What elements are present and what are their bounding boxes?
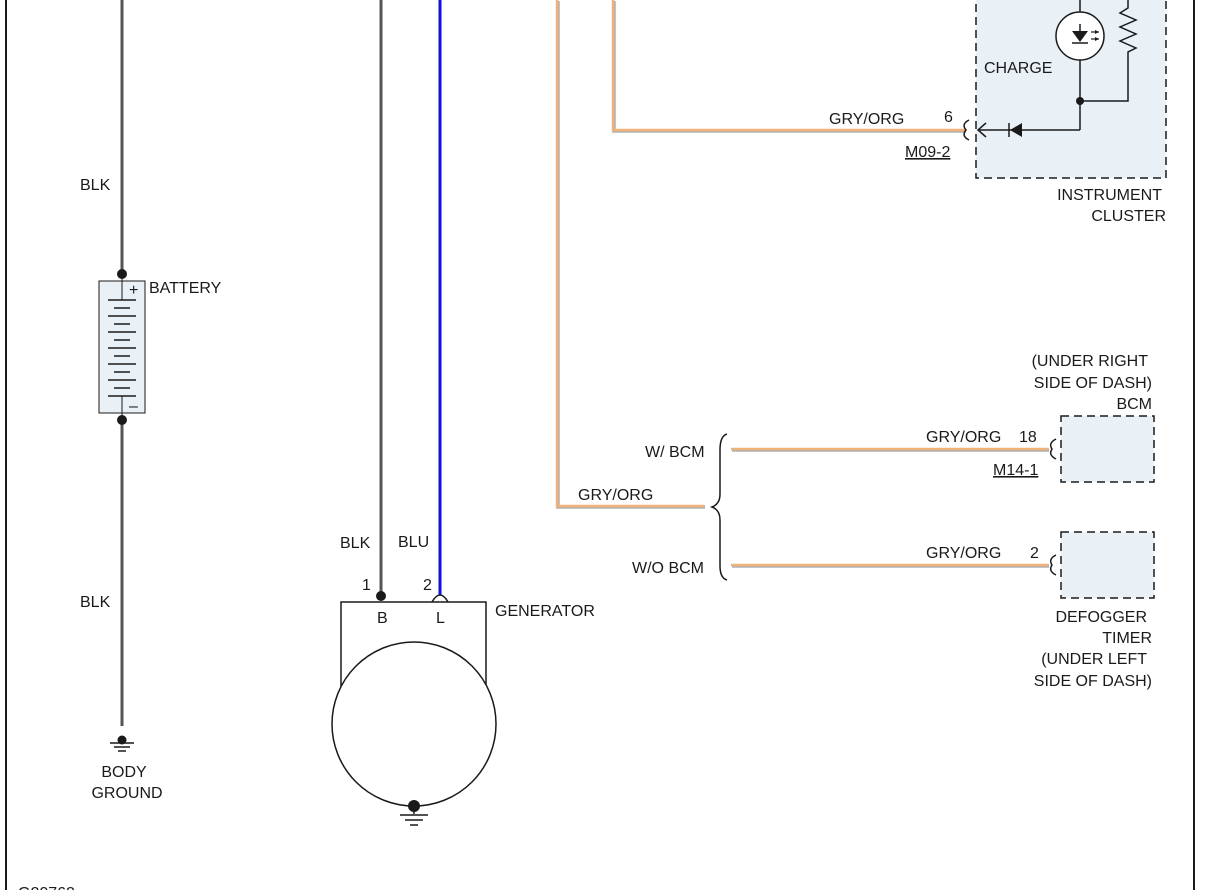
label-ic-connector: M09-2 (905, 144, 950, 161)
label-ic-wire: GRY/ORG (829, 111, 904, 128)
label-w-bcm: W/ BCM (645, 444, 705, 461)
label-body-ground-1: BODY (101, 764, 147, 781)
defogger-connector-icon (1049, 554, 1057, 576)
label-gen-pin-1: 1 (362, 577, 371, 594)
label-gen-term-l: L (436, 610, 445, 627)
label-generator: GENERATOR (495, 603, 595, 620)
body-ground-icon (110, 735, 134, 752)
label-battery: BATTERY (149, 280, 222, 297)
cluster-diode-icon (976, 122, 1080, 138)
label-def-name-1: DEFOGGER (1055, 609, 1147, 626)
label-ic-name-2: CLUSTER (1091, 208, 1166, 225)
battery-plus-sign: + (129, 282, 138, 299)
label-gen-wire-blu: BLU (398, 534, 429, 551)
label-body-ground-2: GROUND (91, 785, 162, 802)
gen-terminal-b-node (376, 591, 386, 601)
label-branch-wire: GRY/ORG (578, 487, 653, 504)
label-ic-pin: 6 (944, 109, 953, 126)
wire-gry-org-bcm (731, 447, 1049, 452)
wire-gry-org-branch (555, 0, 705, 509)
gen-terminal-l-connector (431, 594, 449, 603)
battery-positive-node (117, 269, 127, 279)
bcm-connector-icon (1049, 438, 1057, 460)
defogger-box (1060, 531, 1155, 599)
ic-connector-icon (963, 119, 970, 141)
label-bcm-loc-2: SIDE OF DASH) (1034, 375, 1152, 392)
label-def-pin: 2 (1030, 545, 1039, 562)
figure-id: G20762 (18, 885, 75, 890)
label-ic-name-1: INSTRUMENT (1057, 187, 1162, 204)
label-def-name-2: TIMER (1102, 630, 1152, 647)
label-gen-wire-blk: BLK (340, 535, 371, 552)
label-bcm-connector: M14-1 (993, 462, 1038, 479)
generator-ground-icon (400, 812, 428, 826)
charge-lamp-led-icon (1055, 0, 1105, 130)
label-charge: CHARGE (984, 60, 1052, 77)
wire-gry-org-instrument (611, 0, 966, 133)
battery-symbol (98, 274, 146, 420)
label-def-loc-2: SIDE OF DASH) (1034, 673, 1152, 690)
wire-gry-org-defogger (731, 563, 1049, 568)
label-bcm-loc-1: (UNDER RIGHT (1032, 353, 1149, 370)
label-def-wire: GRY/ORG (926, 545, 1001, 562)
option-brace (709, 433, 728, 581)
label-gen-pin-2: 2 (423, 577, 432, 594)
label-def-loc-1: (UNDER LEFT (1041, 651, 1147, 668)
label-gen-term-b: B (377, 610, 388, 627)
charge-resistor-icon (1080, 0, 1138, 102)
label-bcm-pin: 18 (1019, 429, 1037, 446)
label-bcm-wire: GRY/ORG (926, 429, 1001, 446)
bcm-box (1060, 415, 1155, 483)
label-blk-bottom: BLK (80, 594, 111, 611)
label-blk-top: BLK (80, 177, 111, 194)
label-bcm-name: BCM (1116, 396, 1152, 413)
generator-symbol (331, 601, 497, 812)
cluster-junction-node (1076, 97, 1084, 105)
label-wo-bcm: W/O BCM (632, 560, 704, 577)
battery-minus-sign: – (129, 398, 138, 415)
battery-negative-node (117, 415, 127, 425)
